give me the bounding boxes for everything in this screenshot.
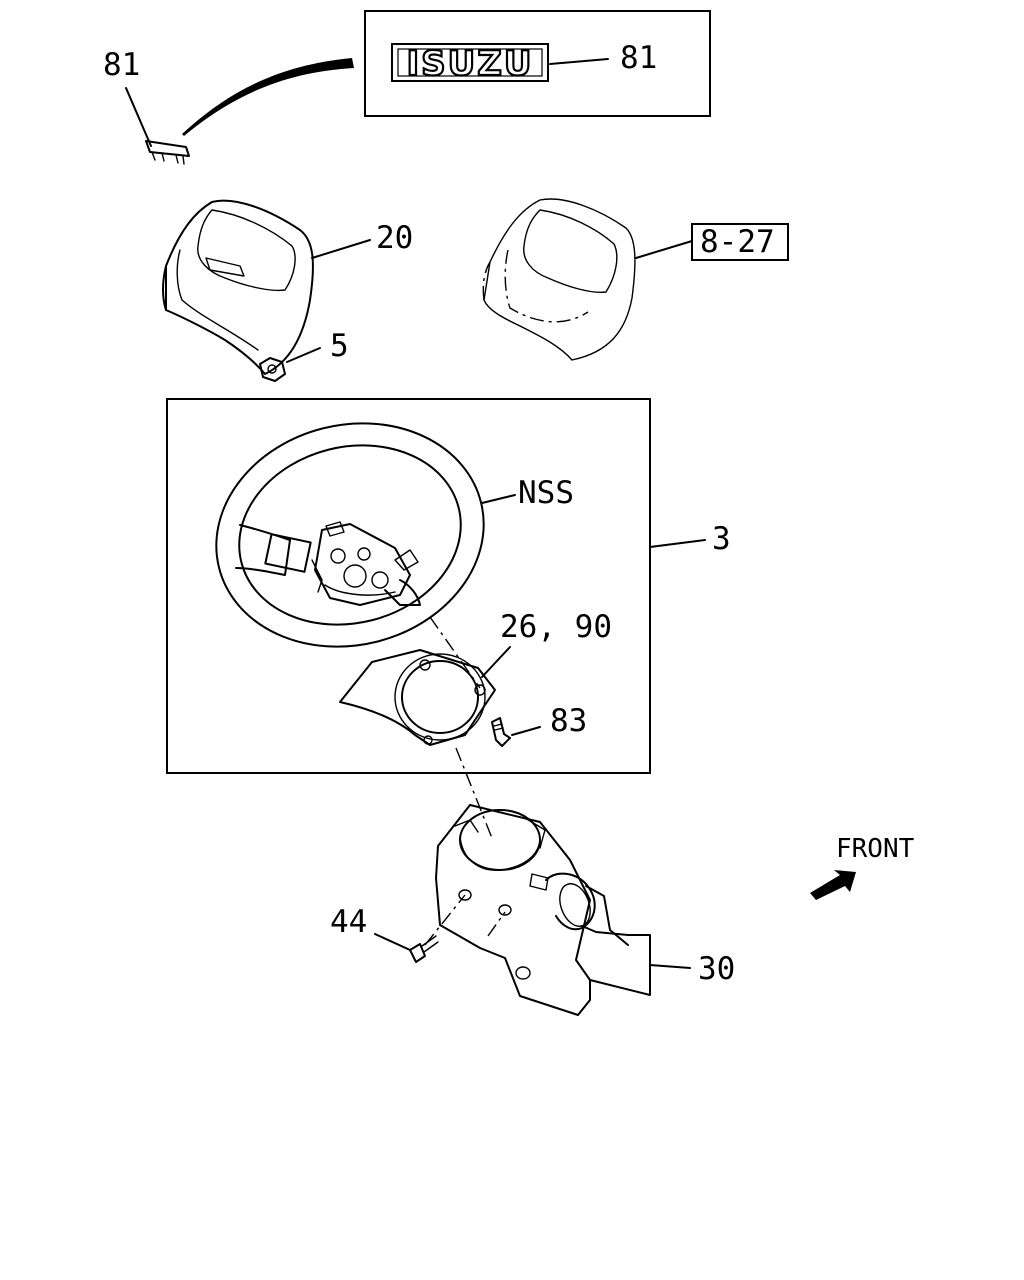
wheel-assembly: 3 NSS [166, 398, 731, 774]
nut-part: 5 [259, 328, 349, 382]
label-screw-cover: 83 [550, 703, 587, 739]
steering-wheel: NSS [215, 422, 574, 648]
label-cover: 26, 90 [500, 609, 612, 645]
wheel-assembly-box [166, 398, 651, 774]
emblem-plate [391, 43, 549, 82]
ref-box [691, 223, 789, 261]
ref-horn-pad-part: 8-27 [482, 198, 789, 361]
label-wheel: NSS [518, 475, 574, 511]
front-arrow-icon [810, 870, 856, 900]
emblem-detail: ISUZU 81 [364, 10, 711, 117]
emblem-logo-text: ISUZU [406, 44, 533, 84]
screw-column-part: 44 [330, 894, 506, 963]
label-emblem: 81 [620, 40, 657, 76]
label-nut: 5 [330, 328, 349, 364]
emblem-detail-box [364, 10, 711, 117]
front-indicator: FRONT [810, 834, 915, 900]
wheel-cover: 26, 90 [339, 609, 612, 746]
label-front: FRONT [836, 834, 915, 864]
label-ref-horn-pad: 8-27 [700, 224, 775, 260]
label-screw-column: 44 [330, 904, 367, 940]
screw-cover-part: 83 [491, 703, 587, 747]
emblem-clip: 81 [103, 47, 354, 165]
label-wheel-assembly: 3 [712, 521, 731, 557]
label-column-cover: 30 [698, 951, 735, 987]
label-horn-pad: 20 [376, 220, 413, 256]
column-cover-part: 30 [435, 804, 735, 1016]
label-emblem-clip: 81 [103, 47, 140, 83]
horn-pad-part: 20 [162, 199, 413, 375]
